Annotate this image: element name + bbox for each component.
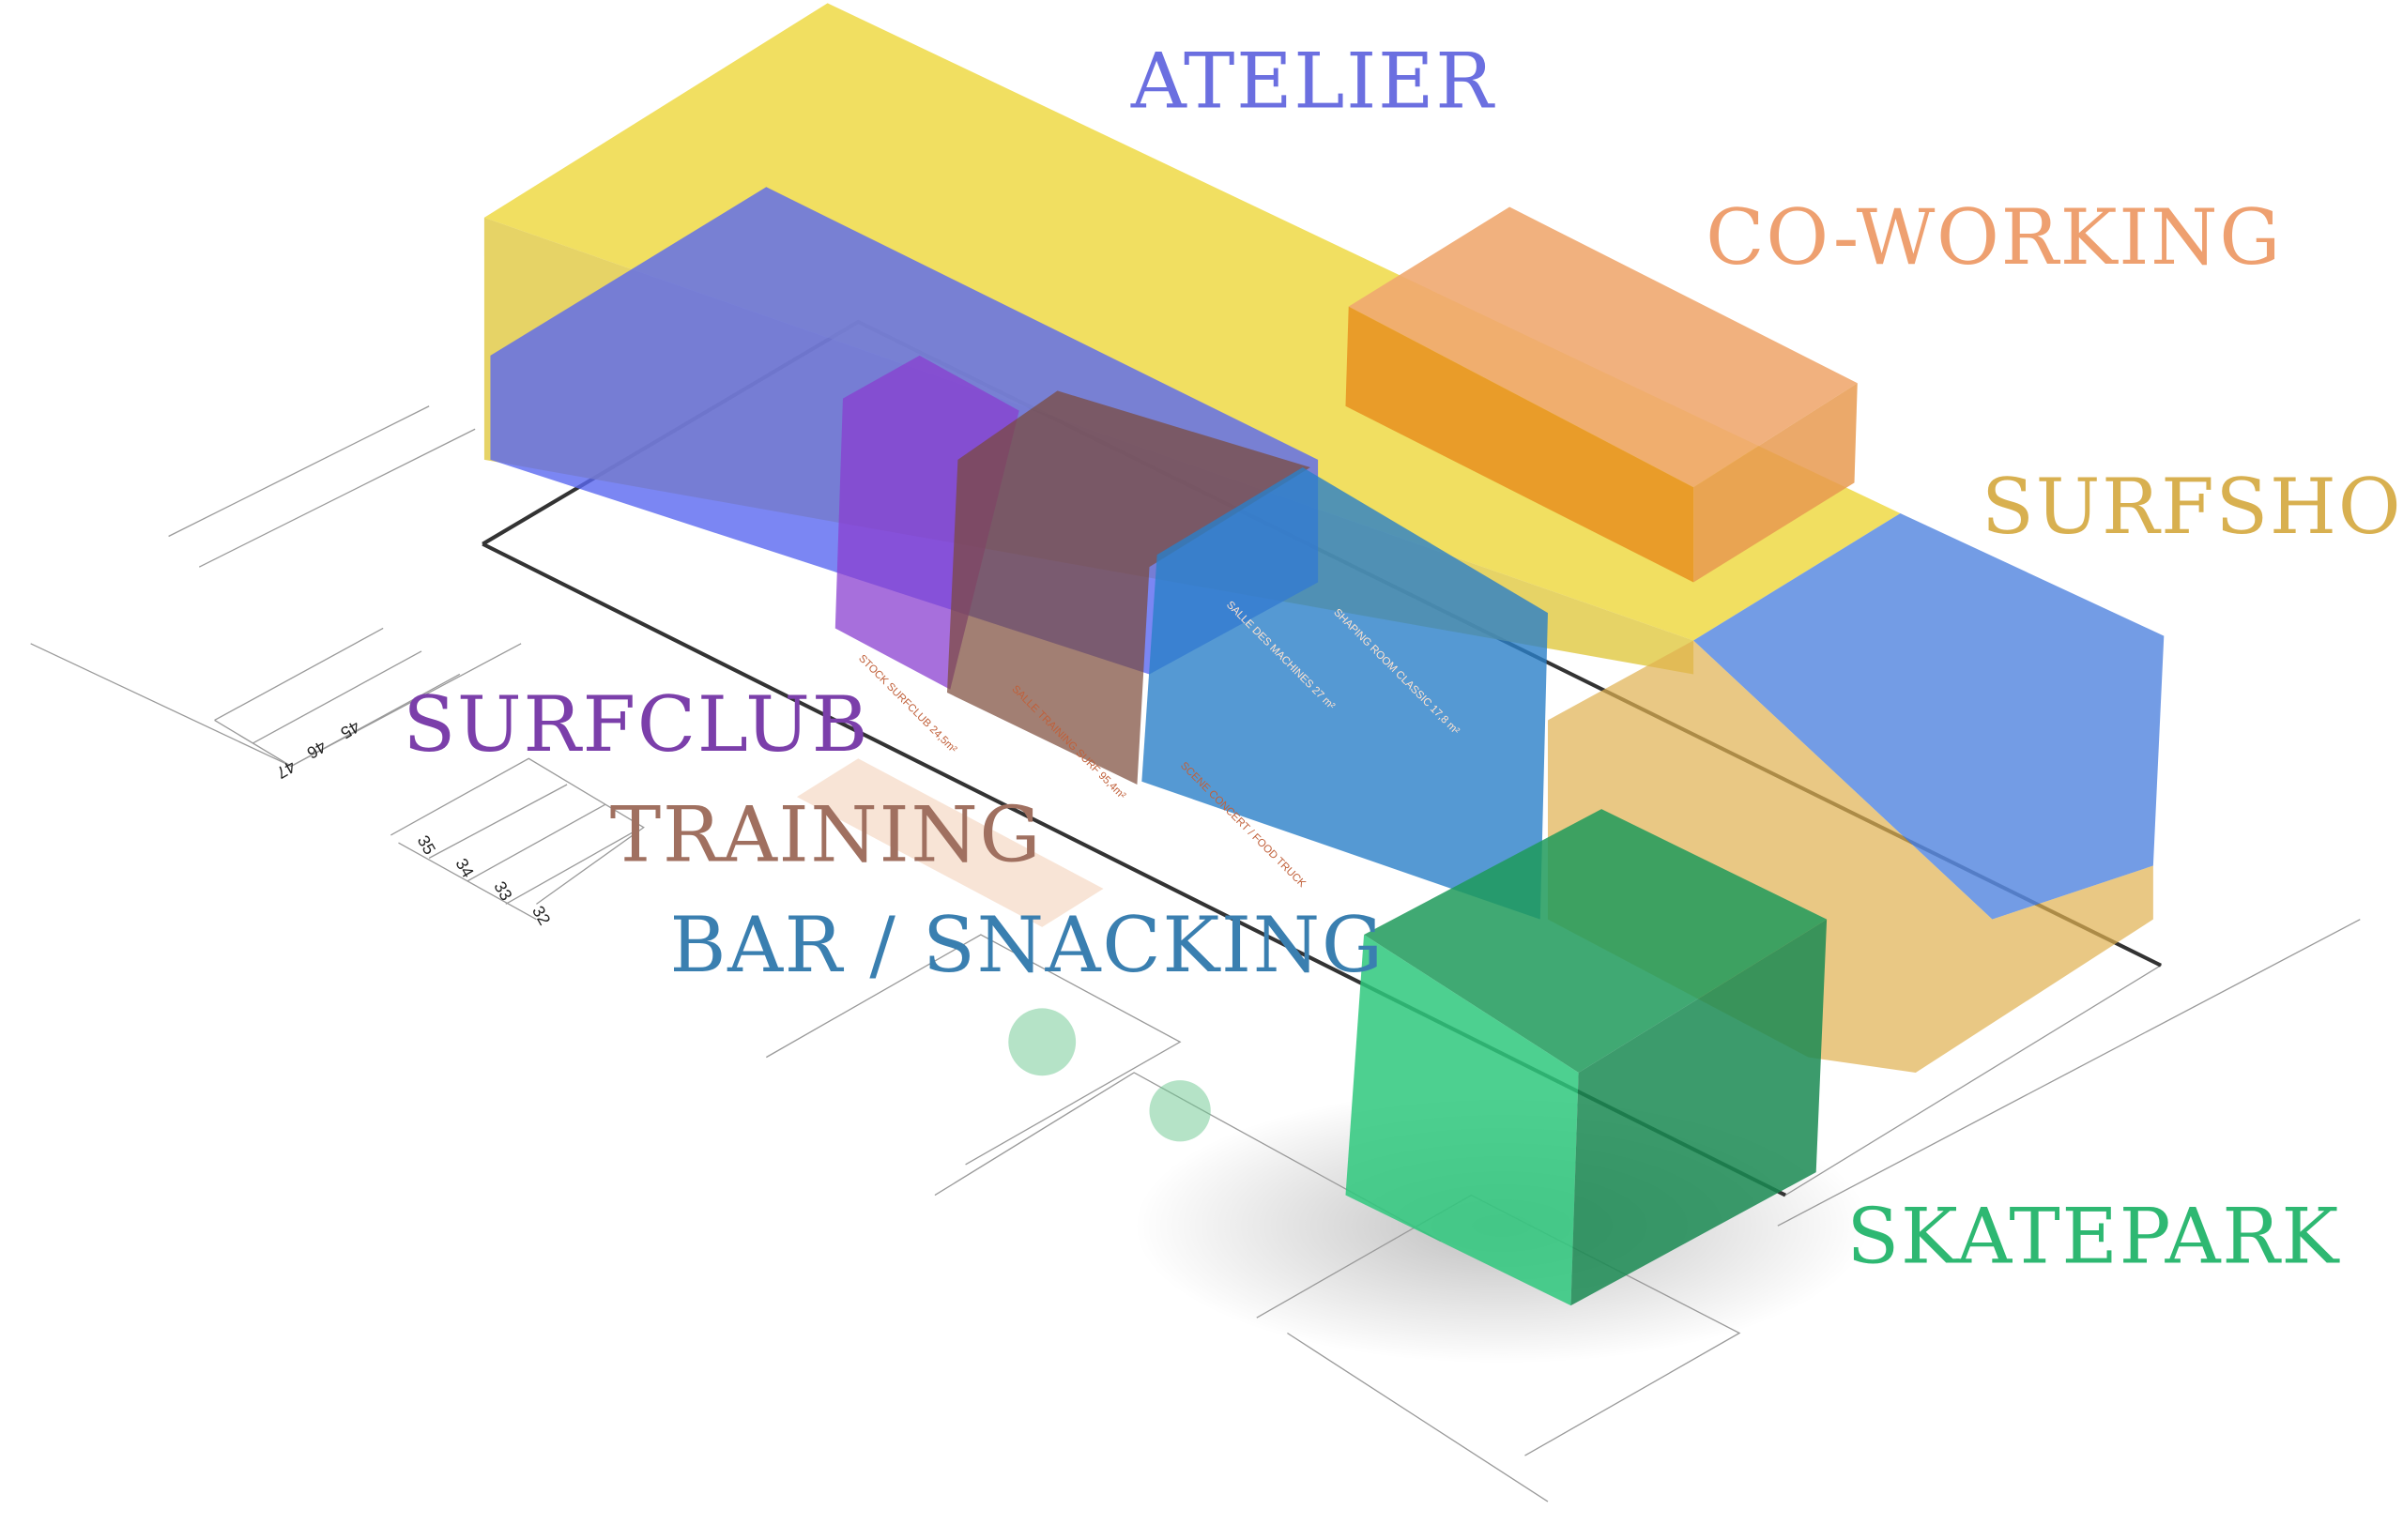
volume-training [946, 390, 1310, 785]
label-surfclub: SURFCLUB [403, 680, 869, 770]
label-bar-snacking: BAR / SNACKING [669, 901, 1384, 990]
label-surfshop: SURFSHOP [1982, 463, 2403, 552]
trees [1008, 1008, 1211, 1142]
volume-skatepark [1345, 809, 1828, 1306]
parking-number: 47 [273, 756, 298, 782]
label-coworking: CO-WORKING [1706, 193, 2282, 282]
label-training: TRAINING [610, 791, 1042, 880]
label-atelier: ATELIER [1130, 37, 1495, 126]
volume-coworking [1345, 206, 1858, 583]
terrace [796, 758, 1104, 927]
volume-bar [1141, 467, 1548, 920]
parking-number: 46 [304, 737, 329, 762]
parking-number: 32 [528, 903, 554, 928]
volume-surfclub [834, 355, 1019, 690]
label-skatepark: SKATEPARK [1846, 1192, 2340, 1281]
